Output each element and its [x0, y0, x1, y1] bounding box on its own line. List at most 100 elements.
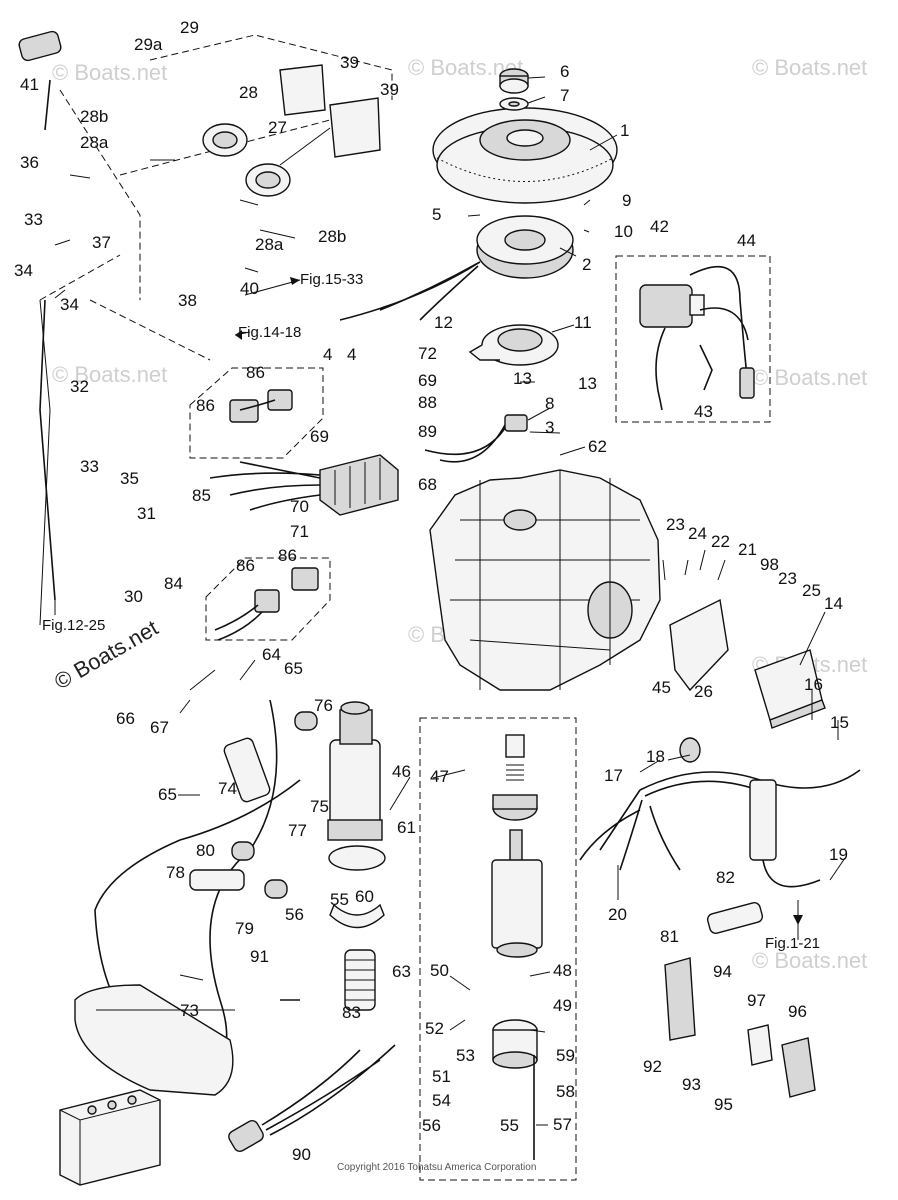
callout-9[interactable]: 9 [622, 191, 631, 210]
callout-91[interactable]: 91 [250, 947, 269, 966]
callout-65[interactable]: 65 [158, 785, 177, 804]
callout-2[interactable]: 2 [582, 255, 591, 274]
callout-86[interactable]: 86 [246, 363, 265, 382]
callout-95[interactable]: 95 [714, 1095, 733, 1114]
callout-49[interactable]: 49 [553, 996, 572, 1015]
callout-86[interactable]: 86 [196, 396, 215, 415]
callout-73[interactable]: 73 [180, 1001, 199, 1020]
callout-89[interactable]: 89 [418, 422, 437, 441]
callout-28a[interactable]: 28a [255, 235, 284, 254]
callout-48[interactable]: 48 [553, 961, 572, 980]
callout-10[interactable]: 10 [614, 222, 633, 241]
callout-52[interactable]: 52 [425, 1019, 444, 1038]
callout-56[interactable]: 56 [285, 905, 304, 924]
callout-34[interactable]: 34 [60, 295, 79, 314]
callout-14[interactable]: 14 [824, 594, 843, 613]
callout-47[interactable]: 47 [430, 767, 449, 786]
callout-37[interactable]: 37 [92, 233, 111, 252]
callout-72[interactable]: 72 [418, 344, 437, 363]
callout-4[interactable]: 4 [347, 345, 356, 364]
callout-1[interactable]: 1 [620, 121, 629, 140]
callout-40[interactable]: 40 [240, 279, 259, 298]
callout-69[interactable]: 69 [418, 371, 437, 390]
callout-39[interactable]: 39 [380, 80, 399, 99]
callout-96[interactable]: 96 [788, 1002, 807, 1021]
reference-fig-1-21[interactable]: Fig.1-21 [765, 935, 820, 952]
callout-18[interactable]: 18 [646, 747, 665, 766]
callout-76[interactable]: 76 [314, 696, 333, 715]
callout-8[interactable]: 8 [545, 394, 554, 413]
callout-71[interactable]: 71 [290, 522, 309, 541]
callout-90[interactable]: 90 [292, 1145, 311, 1164]
callout-59[interactable]: 59 [556, 1046, 575, 1065]
callout-17[interactable]: 17 [604, 766, 623, 785]
callout-41[interactable]: 41 [20, 75, 39, 94]
callout-39[interactable]: 39 [340, 53, 359, 72]
callout-5[interactable]: 5 [432, 205, 441, 224]
callout-33[interactable]: 33 [80, 457, 99, 476]
callout-77[interactable]: 77 [288, 821, 307, 840]
callout-23[interactable]: 23 [778, 569, 797, 588]
callout-68[interactable]: 68 [418, 475, 437, 494]
callout-28[interactable]: 28 [239, 83, 258, 102]
callout-81[interactable]: 81 [660, 927, 679, 946]
callout-55[interactable]: 55 [500, 1116, 519, 1135]
callout-35[interactable]: 35 [120, 469, 139, 488]
callout-3[interactable]: 3 [545, 418, 554, 437]
callout-28a[interactable]: 28a [80, 133, 109, 152]
callout-69[interactable]: 69 [310, 427, 329, 446]
callout-53[interactable]: 53 [456, 1046, 475, 1065]
callout-84[interactable]: 84 [164, 574, 183, 593]
callout-28b[interactable]: 28b [80, 107, 108, 126]
callout-22[interactable]: 22 [711, 532, 730, 551]
callout-67[interactable]: 67 [150, 718, 169, 737]
callout-43[interactable]: 43 [694, 402, 713, 421]
callout-94[interactable]: 94 [713, 962, 732, 981]
callout-79[interactable]: 79 [235, 919, 254, 938]
callout-6[interactable]: 6 [560, 62, 569, 81]
callout-25[interactable]: 25 [802, 581, 821, 600]
callout-62[interactable]: 62 [588, 437, 607, 456]
callout-4[interactable]: 4 [323, 345, 332, 364]
callout-86[interactable]: 86 [278, 546, 297, 565]
callout-63[interactable]: 63 [392, 962, 411, 981]
callout-30[interactable]: 30 [124, 587, 143, 606]
callout-61[interactable]: 61 [397, 818, 416, 837]
callout-51[interactable]: 51 [432, 1067, 451, 1086]
callout-13[interactable]: 13 [578, 374, 597, 393]
callout-29a[interactable]: 29a [134, 35, 163, 54]
callout-21[interactable]: 21 [738, 540, 757, 559]
callout-15[interactable]: 15 [830, 713, 849, 732]
callout-70[interactable]: 70 [290, 497, 309, 516]
callout-29[interactable]: 29 [180, 18, 199, 37]
callout-34[interactable]: 34 [14, 261, 33, 280]
callout-58[interactable]: 58 [556, 1082, 575, 1101]
callout-78[interactable]: 78 [166, 863, 185, 882]
callout-82[interactable]: 82 [716, 868, 735, 887]
callout-50[interactable]: 50 [430, 961, 449, 980]
callout-65[interactable]: 65 [284, 659, 303, 678]
callout-19[interactable]: 19 [829, 845, 848, 864]
callout-27[interactable]: 27 [268, 118, 287, 137]
callout-13[interactable]: 13 [513, 369, 532, 388]
callout-98[interactable]: 98 [760, 555, 779, 574]
callout-12[interactable]: 12 [434, 313, 453, 332]
callout-64[interactable]: 64 [262, 645, 281, 664]
reference-fig-12-25[interactable]: Fig.12-25 [42, 617, 105, 634]
callout-42[interactable]: 42 [650, 217, 669, 236]
reference-fig-15-33[interactable]: Fig.15-33 [300, 271, 363, 288]
callout-85[interactable]: 85 [192, 486, 211, 505]
callout-83[interactable]: 83 [342, 1003, 361, 1022]
callout-88[interactable]: 88 [418, 393, 437, 412]
callout-86[interactable]: 86 [236, 556, 255, 575]
callout-54[interactable]: 54 [432, 1091, 451, 1110]
callout-26[interactable]: 26 [694, 682, 713, 701]
callout-11[interactable]: 11 [574, 313, 592, 332]
callout-92[interactable]: 92 [643, 1057, 662, 1076]
callout-31[interactable]: 31 [137, 504, 156, 523]
callout-97[interactable]: 97 [747, 991, 766, 1010]
callout-80[interactable]: 80 [196, 841, 215, 860]
callout-44[interactable]: 44 [737, 231, 756, 250]
callout-74[interactable]: 74 [218, 779, 237, 798]
callout-33[interactable]: 33 [24, 210, 43, 229]
